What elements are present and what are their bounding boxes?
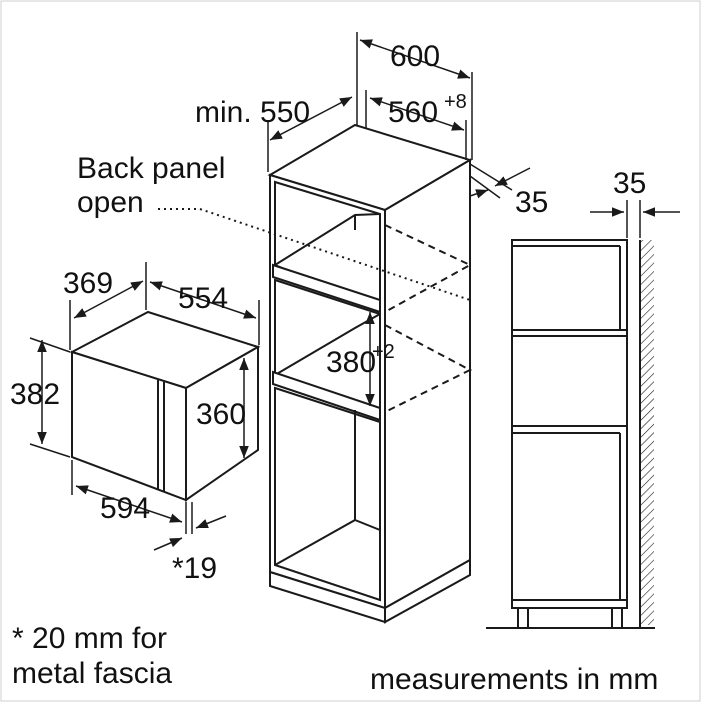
side-foot-left bbox=[517, 607, 529, 629]
side-view bbox=[486, 239, 655, 629]
dim-594 bbox=[71, 460, 187, 534]
wall-hatch bbox=[640, 240, 654, 625]
back-outline-lower bbox=[384, 324, 473, 413]
dim-369 bbox=[69, 262, 147, 350]
dim-35-side bbox=[469, 163, 531, 199]
footnote-line1: * 20 mm for bbox=[12, 622, 167, 655]
label-560-tolerance: +8 bbox=[444, 91, 467, 113]
label-35-wall: 35 bbox=[613, 167, 646, 200]
label-min-550: min. 550 bbox=[195, 96, 310, 129]
label-360: 360 bbox=[196, 398, 246, 431]
footnote-line2: metal fascia bbox=[12, 657, 172, 690]
side-mid-space bbox=[512, 345, 627, 425]
cabinet-side bbox=[384, 158, 471, 610]
label-594: 594 bbox=[100, 492, 150, 525]
label-open: open bbox=[77, 186, 144, 219]
units-note: measurements in mm bbox=[370, 663, 658, 696]
dim-35-wall bbox=[590, 200, 680, 238]
dim-382 bbox=[29, 337, 71, 458]
label-382: 382 bbox=[10, 378, 60, 411]
label-380: 380 bbox=[326, 346, 376, 379]
lower-niche-opening bbox=[274, 386, 381, 602]
label-560: 560 bbox=[388, 96, 438, 129]
label-369: 369 bbox=[63, 267, 113, 300]
label-35-side: 35 bbox=[515, 186, 548, 219]
label-back-panel: Back panel bbox=[77, 152, 225, 185]
side-foot-right bbox=[611, 607, 623, 629]
dim-min-550 bbox=[267, 96, 353, 172]
cabinet-plinth-side bbox=[384, 558, 471, 624]
label-600: 600 bbox=[390, 40, 440, 73]
dim-19 bbox=[153, 502, 227, 551]
dim-554 bbox=[149, 281, 260, 345]
back-panel-leader bbox=[158, 208, 471, 301]
tall-cabinet bbox=[158, 123, 473, 624]
side-upper-unit bbox=[511, 239, 628, 337]
back-outline-upper bbox=[384, 224, 473, 313]
side-base bbox=[511, 599, 628, 609]
shelf-upper bbox=[272, 263, 381, 314]
dim-560 bbox=[365, 90, 467, 160]
shelf-middle bbox=[272, 370, 381, 422]
label-380-tolerance: +2 bbox=[372, 341, 395, 363]
label-554: 554 bbox=[178, 282, 228, 315]
side-lower-unit bbox=[511, 425, 628, 601]
label-19: *19 bbox=[172, 552, 217, 585]
dim-600 bbox=[356, 32, 473, 160]
